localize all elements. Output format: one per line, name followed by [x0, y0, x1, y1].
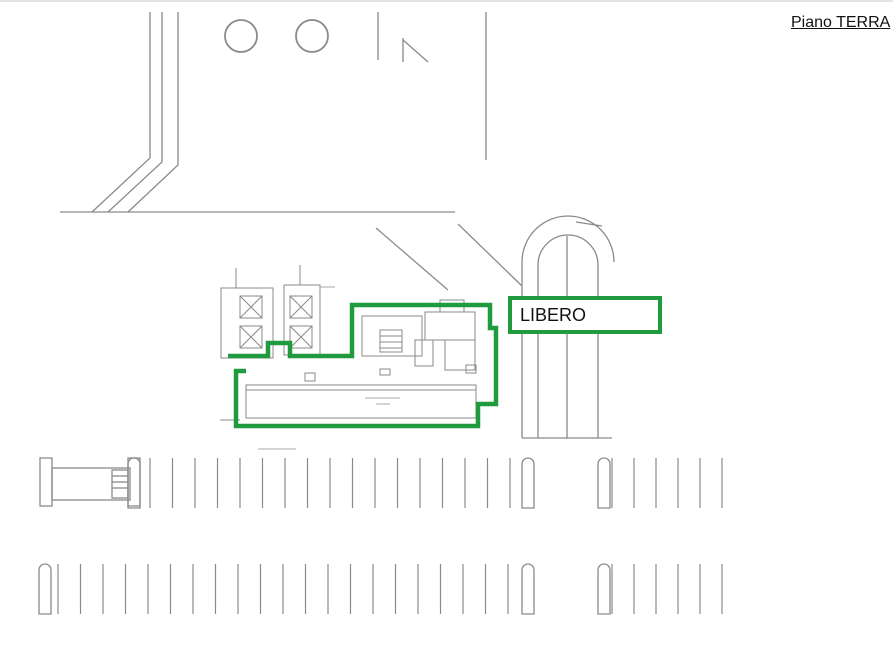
parking-divider: [521, 563, 535, 615]
floor-title: Piano TERRA: [791, 14, 891, 31]
parking-row-lower: [38, 563, 723, 615]
unit-status-box: LIBERO: [508, 296, 662, 334]
parking-row-upper: [127, 457, 723, 509]
parking-divider: [597, 457, 611, 509]
column-circle: [295, 19, 329, 53]
diagonal-lines: [375, 221, 603, 291]
parking-divider: [127, 457, 141, 509]
upper-left-structure: [60, 12, 455, 213]
unit-status-label: LIBERO: [520, 305, 587, 325]
parking-divider: [38, 563, 52, 615]
room-labels: [258, 286, 400, 450]
parking-divider: [521, 457, 535, 509]
upper-posts: [377, 12, 487, 160]
arched-ramp: [521, 215, 615, 439]
building-interior: [220, 265, 477, 421]
unit-outline: [228, 302, 499, 429]
storage-box: [39, 457, 141, 507]
column-circle: [224, 19, 258, 53]
parking-divider: [597, 563, 611, 615]
